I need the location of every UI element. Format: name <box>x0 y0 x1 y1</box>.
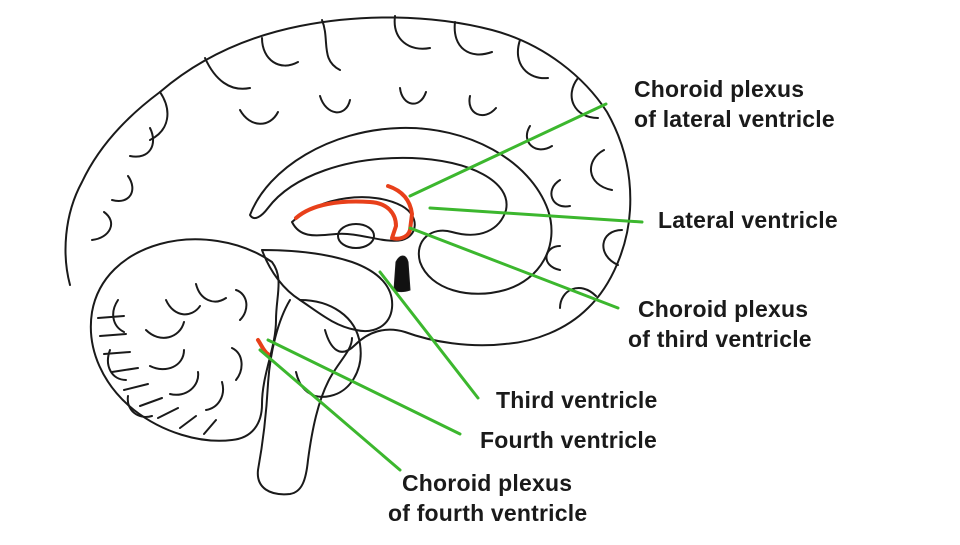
ventricle-features <box>393 255 411 292</box>
label-choroid-plexus-fourth-line2: of fourth ventricle <box>388 500 588 526</box>
label-lateral-ventricle-text: Lateral ventricle <box>658 207 838 233</box>
thalamus-region <box>261 249 394 332</box>
brain-outline <box>64 15 632 496</box>
leader-choroid-lateral <box>408 102 608 198</box>
label-lateral-ventricle: Lateral ventricle <box>658 205 838 235</box>
brainstem <box>256 299 353 496</box>
choroid-plexus-marks <box>256 184 414 356</box>
cerebellum-folia <box>107 283 248 418</box>
leader-choroid-third <box>408 226 620 310</box>
thalamus <box>337 223 375 249</box>
leader-lateral-ventricle <box>428 206 644 224</box>
label-choroid-plexus-lateral: Choroid plexus of lateral ventricle <box>634 74 835 134</box>
corpus-callosum <box>249 126 553 295</box>
label-choroid-plexus-fourth: Choroid plexus of fourth ventricle <box>388 468 587 528</box>
label-choroid-plexus-third-line2: of third ventricle <box>628 326 812 352</box>
label-choroid-plexus-fourth-line1: Choroid plexus <box>402 470 573 496</box>
cerebrum-outline <box>64 16 632 353</box>
label-fourth-ventricle-text: Fourth ventricle <box>480 427 658 453</box>
leader-fourth-ventricle <box>266 338 462 436</box>
label-choroid-plexus-third-line1: Choroid plexus <box>638 296 809 322</box>
cerebellum-outline <box>89 238 280 442</box>
gyrus-folds <box>91 15 623 309</box>
label-choroid-plexus-third: Choroid plexus of third ventricle <box>628 294 812 354</box>
leader-lines <box>258 102 644 472</box>
label-choroid-plexus-lateral-line2: of lateral ventricle <box>634 106 835 132</box>
cerebellar-cortex-ridges <box>97 315 217 435</box>
leader-choroid-fourth <box>258 348 402 472</box>
lateral-ventricle-shape <box>393 255 411 292</box>
choroid-plexus-fourth-mark <box>256 338 270 356</box>
label-choroid-plexus-lateral-line1: Choroid plexus <box>634 76 805 102</box>
leader-third-ventricle <box>378 270 480 400</box>
label-third-ventricle-text: Third ventricle <box>496 387 658 413</box>
label-third-ventricle: Third ventricle <box>496 385 657 415</box>
label-fourth-ventricle: Fourth ventricle <box>480 425 657 455</box>
choroid-plexus-lateral-mark <box>294 184 414 241</box>
